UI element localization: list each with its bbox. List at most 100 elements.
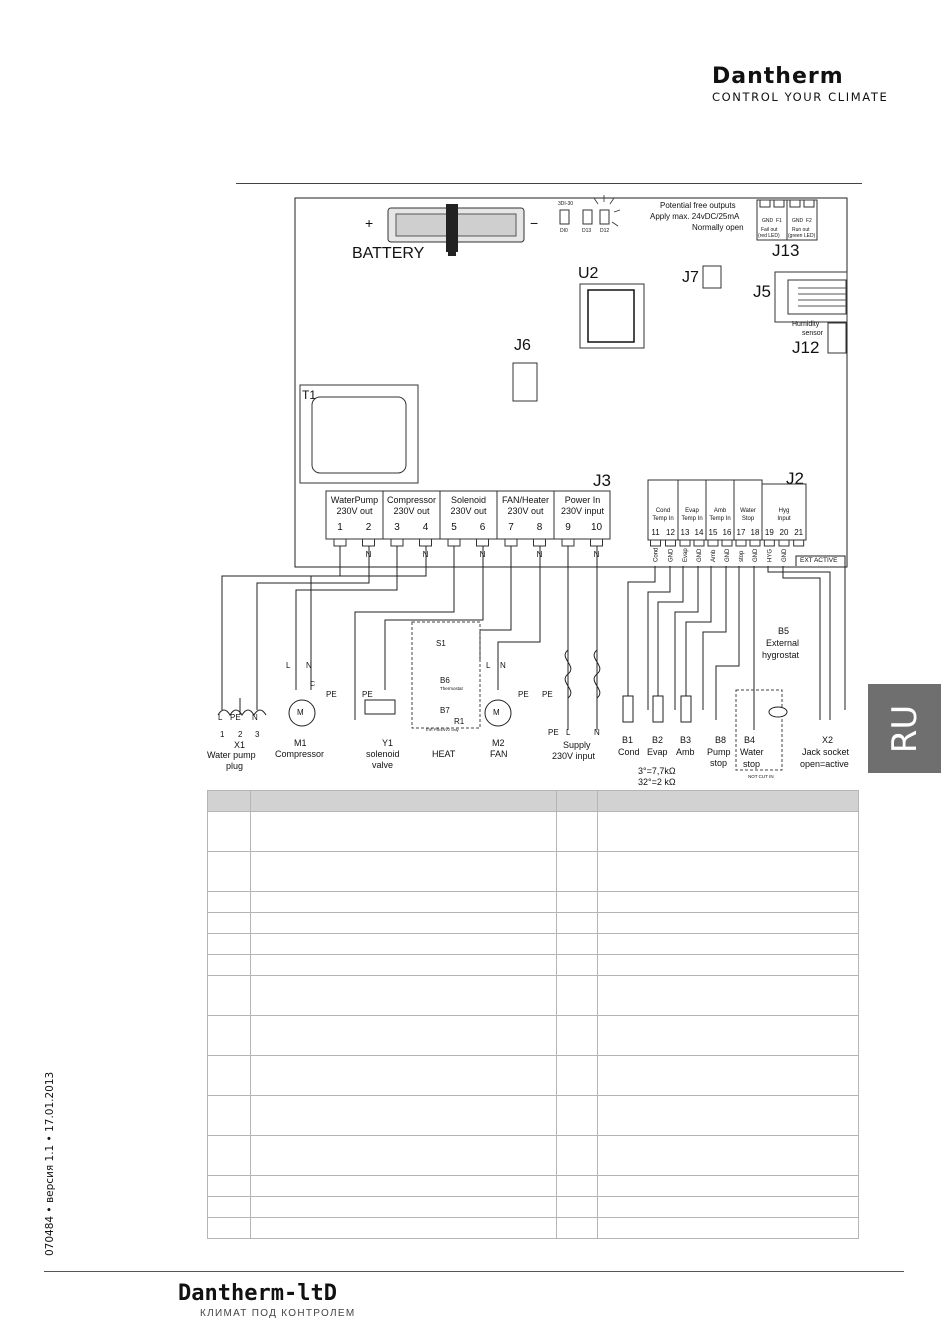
x2-desc-1: Jack socket xyxy=(802,747,850,757)
j2-wire-label: Amb xyxy=(711,549,717,562)
x1-desc-1: Water pump xyxy=(207,750,256,760)
run-out-sub: (green LED) xyxy=(788,233,816,239)
led-label-1: DI0 xyxy=(560,228,568,234)
x1-pin-n: N xyxy=(252,713,258,722)
j13-label: J13 xyxy=(772,241,799,260)
connector-j5: J5 xyxy=(753,271,848,323)
j3-group-name: Compressor xyxy=(387,495,436,505)
transformer-t1: T1 xyxy=(299,384,419,484)
j2-terminal xyxy=(693,539,705,547)
m1-pe: PE xyxy=(326,690,337,699)
j3-pin-number: 7 xyxy=(508,522,514,533)
humidity-label-2: sensor xyxy=(802,330,824,337)
j2-wire-label: GND xyxy=(697,548,703,562)
brand-tagline: CONTROL YOUR CLIMATE xyxy=(712,90,889,104)
b5-label: B5 xyxy=(778,626,789,636)
j2-pin-number: 20 xyxy=(780,528,789,537)
j3-terminal xyxy=(504,538,518,547)
b6-sub: Thermostat xyxy=(440,686,464,691)
j3-terminal xyxy=(533,538,546,547)
j2-terminal xyxy=(735,539,747,547)
j3-group-sub: 230V out xyxy=(507,506,544,516)
fail-out-sub: (red LED) xyxy=(758,233,780,239)
s1-label: S1 xyxy=(436,639,446,648)
j2-pin-number: 19 xyxy=(765,528,774,537)
m1-n: N xyxy=(306,661,312,670)
j2-group-sub: Stop xyxy=(742,516,755,522)
battery-minus: − xyxy=(530,215,538,231)
brand-footer: Dantherm-ltD КЛИМАТ ПОД КОНТРОЛЕМ xyxy=(178,1281,355,1319)
m2-m: M xyxy=(493,708,500,717)
m2-desc: FAN xyxy=(490,749,508,759)
b8-desc-1: Pump xyxy=(707,747,731,757)
j3-pin-number: 8 xyxy=(537,522,543,533)
j2-wire-label: GND xyxy=(753,548,759,562)
j13-pin-3: GND xyxy=(792,218,804,224)
b7-label: B7 xyxy=(440,706,450,715)
j2-group-name: Hyg xyxy=(779,508,790,514)
dantherm-ltd-logo: Dantherm-ltD xyxy=(178,1281,337,1306)
b4-label: B4 xyxy=(744,735,755,745)
reference-table xyxy=(207,790,859,1239)
x2-desc-2: open=active xyxy=(800,759,849,769)
j2-group-name: Water xyxy=(740,508,756,514)
r1-label: R1 xyxy=(454,717,465,726)
b2-label: B2 xyxy=(652,735,663,745)
supply-pin-l: L xyxy=(566,728,571,737)
supply-pin-pe: PE xyxy=(548,728,559,737)
m2-pe: PE xyxy=(518,690,529,699)
led-label-3: D12 xyxy=(600,228,609,234)
m2-fan: M L N PE M2 FAN xyxy=(484,661,529,759)
supply-input: PE PE L N Supply 230V input xyxy=(542,690,600,761)
supply-pin-n: N xyxy=(594,728,600,737)
j2-pin-number: 14 xyxy=(695,528,704,537)
ext-active-label: EXT ACTIVE xyxy=(800,557,838,564)
j3-pin-number: 6 xyxy=(480,522,486,533)
supply-label: Supply xyxy=(563,740,591,750)
connector-j13: GND F1 GND F2 Fail out (red LED) Run out… xyxy=(756,199,818,260)
m1-label: M1 xyxy=(294,738,307,748)
j3-pin-number: 5 xyxy=(451,522,457,533)
j2-pin-number: 18 xyxy=(751,528,760,537)
m1-m: M xyxy=(297,708,304,717)
pcb-board xyxy=(294,197,848,568)
j2-group-sub: Temp In xyxy=(681,516,702,522)
dantherm-logo: Dantherm xyxy=(712,64,844,89)
language-tab-ru[interactable]: RU xyxy=(868,684,941,773)
b4-desc-1: Water xyxy=(740,747,764,757)
j3-group-name: FAN/Heater xyxy=(502,495,549,505)
j3-terminal xyxy=(362,538,375,547)
y1-desc-1: solenoid xyxy=(366,749,400,759)
j12-label: J12 xyxy=(792,338,819,357)
j2-label: J2 xyxy=(786,469,804,488)
y1-desc-2: valve xyxy=(372,760,393,770)
connector-j7 xyxy=(702,265,722,289)
j3-label: J3 xyxy=(593,471,611,490)
b8-desc-2: stop xyxy=(710,758,727,768)
humidity-label-1: Humidity xyxy=(792,321,820,328)
j2-wire-label: GND xyxy=(725,548,731,562)
j2-pin-number: 17 xyxy=(737,528,746,537)
b1-label: B1 xyxy=(622,735,633,745)
ntc-1: 3°=7,7kΩ xyxy=(638,766,676,776)
j3-terminal xyxy=(447,538,461,547)
j2-pin-number: 12 xyxy=(666,528,675,537)
b8-label: B8 xyxy=(715,735,726,745)
j3-pin-number: 2 xyxy=(366,522,372,533)
y1-pe: PE xyxy=(362,690,373,699)
j2-group-name: Cond xyxy=(656,508,670,514)
outputs-note-3: Normally open xyxy=(692,223,744,232)
u2-label: U2 xyxy=(578,265,599,282)
ntc-2: 32°=2 kΩ xyxy=(638,777,676,787)
header-divider xyxy=(236,183,862,184)
brand-header: Dantherm CONTROL YOUR CLIMATE xyxy=(712,64,888,104)
j2-terminal xyxy=(793,539,805,547)
j2-terminal xyxy=(763,539,775,547)
j3-terminal xyxy=(390,538,404,547)
x1-plug: L PE N 1 2 3 X1 Water pump plug xyxy=(207,698,267,771)
m1-desc: Compressor xyxy=(275,749,324,759)
b2-desc: Evap xyxy=(647,747,668,757)
heat-block: S1 B6 Thermostat B7 R1 EIR PB/4NV2 only … xyxy=(411,621,481,759)
battery-label: BATTERY xyxy=(352,245,425,262)
j2-pin-number: 11 xyxy=(651,528,660,537)
